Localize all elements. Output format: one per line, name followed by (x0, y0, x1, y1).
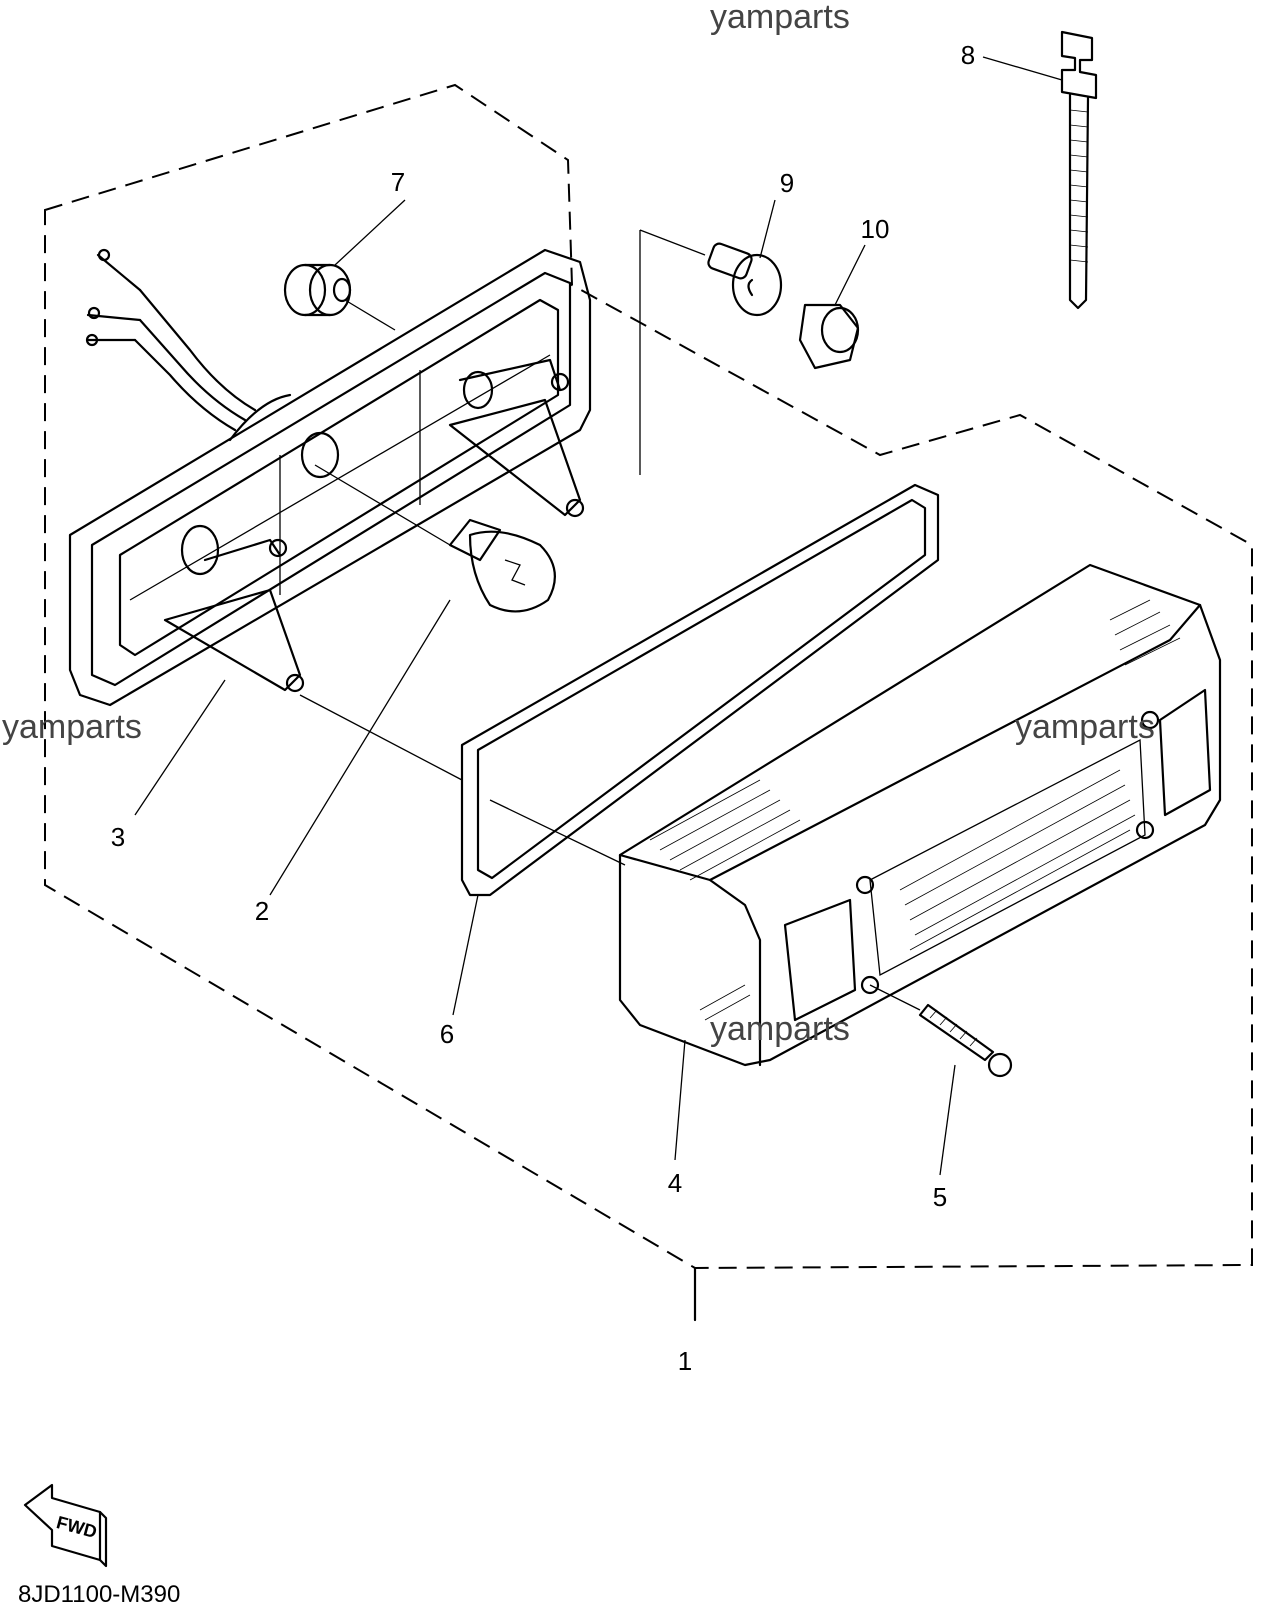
callout-9: 9 (780, 168, 794, 198)
screw-drawing (869, 984, 1013, 1078)
nut-drawing (798, 303, 860, 370)
watermark-bottom: yamparts (710, 1010, 850, 1048)
callout-7: 7 (391, 167, 405, 197)
watermark-right: yamparts (1015, 708, 1155, 746)
cable-tie-drawing (1060, 30, 1098, 310)
watermarks: yamparts yamparts yamparts yamparts (2, 0, 1155, 1048)
callout-6: 6 (440, 1019, 454, 1049)
fwd-arrow-icon: FWD (23, 1483, 108, 1568)
callout-labels: 1 2 3 4 5 6 7 8 9 10 (111, 40, 975, 1376)
callout-2: 2 (255, 896, 269, 926)
rivet-drawing (639, 229, 783, 475)
lens-drawing (618, 563, 1222, 1067)
callout-1: 1 (678, 1346, 692, 1376)
leader-lines (134, 56, 1063, 1176)
callout-3: 3 (111, 822, 125, 852)
callout-8: 8 (961, 40, 975, 70)
grommet-drawing (283, 263, 396, 331)
callout-4: 4 (668, 1168, 682, 1198)
assembly-outline (44, 83, 1253, 1322)
callout-10: 10 (861, 214, 890, 244)
drawing-code: 8JD1100-M390 (18, 1581, 180, 1608)
callout-5: 5 (933, 1182, 947, 1212)
watermark-top: yamparts (710, 0, 850, 36)
bulb-drawing (314, 464, 556, 613)
watermark-left: yamparts (2, 708, 142, 746)
taillight-base-drawing (68, 248, 592, 707)
fwd-label: FWD (54, 1512, 99, 1542)
gasket-drawing (299, 483, 940, 897)
